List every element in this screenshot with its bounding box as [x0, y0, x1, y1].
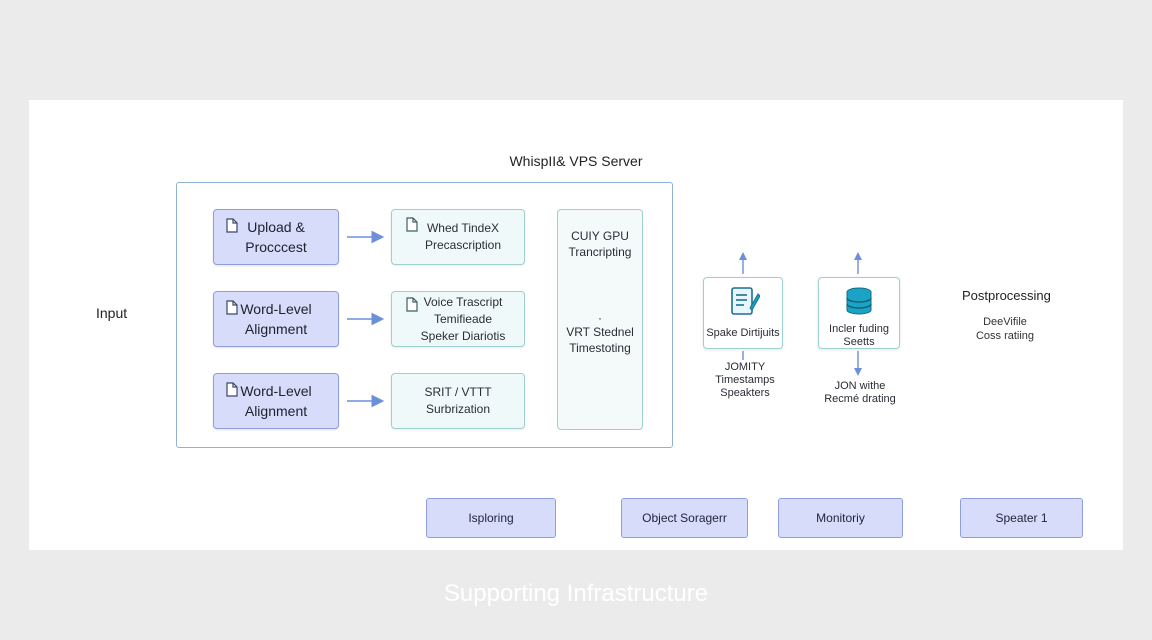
database-icon [846, 287, 872, 315]
server-frame [176, 182, 673, 448]
process-label: SRIT / VTTT Surbrization [424, 385, 492, 416]
infra-item: Object Soragerr [621, 498, 748, 538]
stage-upload-process: Upload & Procccest [213, 209, 339, 265]
infrastructure-title: Supporting Infrastructure [443, 580, 709, 607]
document-icon [226, 382, 238, 397]
infra-item: Speater 1 [960, 498, 1083, 538]
stage-label: Word-Level Alignment [240, 301, 312, 337]
index-card: Incler fuding Seetts [818, 277, 900, 349]
gpu-bottom-text: VRT Stednel Timestoting [566, 325, 634, 355]
notepad-icon [731, 287, 760, 315]
gpu-panel: CUIY GPU Trancripting · VRT Stednel Time… [557, 209, 643, 430]
document-icon [406, 297, 418, 312]
speaker-note: JOMITY Timestamps Speakters [715, 361, 775, 399]
process-transcription: Whed TindeX Precascription [391, 209, 525, 265]
stage-word-alignment-1: Word-Level Alignment [213, 291, 339, 347]
server-title: WhispII& VPS Server [509, 153, 643, 169]
document-icon [226, 300, 238, 315]
postprocessing-subtitle: DeeVifile Coss ratiing [975, 316, 1035, 342]
speaker-card: Spake Dirtijuits [703, 277, 783, 349]
process-diarization: Voice Trascript Temifieade Speker Diario… [391, 291, 525, 347]
stage-word-alignment-2: Word-Level Alignment [213, 373, 339, 429]
arrow-head [854, 368, 862, 376]
arrow-head [739, 252, 747, 260]
arrow-head [854, 252, 862, 260]
document-icon [406, 217, 418, 232]
process-label: Voice Trascript Temifieade Speker Diario… [420, 294, 506, 343]
index-card-label: Incler fuding Seetts [829, 323, 889, 348]
document-icon [226, 218, 238, 233]
input-label: Input [96, 305, 128, 321]
process-label: Whed TindeX Precascription [424, 221, 502, 252]
gpu-top-text: CUIY GPU Trancripting [568, 229, 632, 259]
gpu-dot: · [598, 311, 602, 325]
process-subtitles: SRIT / VTTT Surbrization [391, 373, 525, 429]
index-note: JON withe Recmé drating [824, 380, 896, 405]
stage-label: Upload & Procccest [245, 219, 307, 255]
stage-label: Word-Level Alignment [240, 383, 312, 419]
postprocessing-title: Postprocessing [962, 288, 1051, 303]
infra-item: Isploring [426, 498, 556, 538]
infra-item: Monitoriy [778, 498, 903, 538]
speaker-card-label: Spake Dirtijuits [706, 327, 780, 339]
